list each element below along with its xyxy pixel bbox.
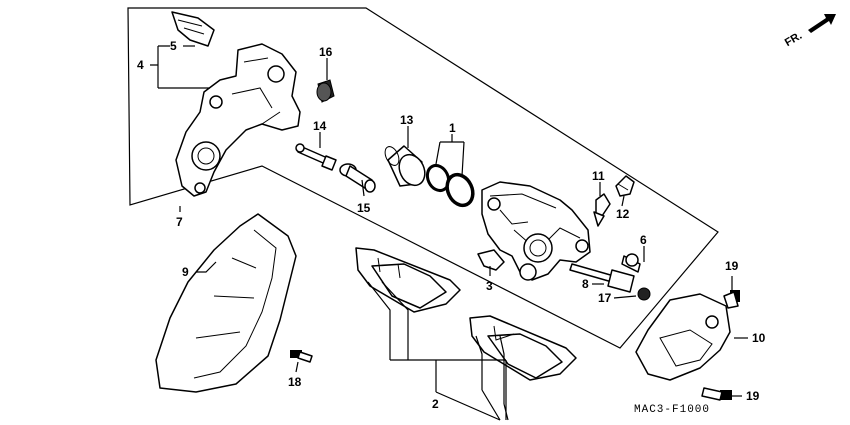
sleeve-pin xyxy=(339,163,376,193)
cap-nut xyxy=(637,287,651,301)
bleed-valve xyxy=(593,193,611,227)
callout-17: 17 xyxy=(598,291,612,305)
callout-12: 12 xyxy=(616,207,630,221)
caliper-piston xyxy=(384,145,426,187)
caliper-bracket xyxy=(175,43,301,197)
callout-1: 1 xyxy=(449,121,456,135)
assembly-outline xyxy=(127,7,719,349)
callout-14: 14 xyxy=(313,119,327,133)
callout-5: 5 xyxy=(170,39,177,53)
brake-pad-upper xyxy=(355,247,461,313)
callout-8: 8 xyxy=(582,277,589,291)
pin-bolt xyxy=(295,143,337,171)
mounting-bolt-upper xyxy=(723,290,740,309)
pad-spring xyxy=(477,249,505,271)
callout-11: 11 xyxy=(592,169,605,183)
screw-short xyxy=(290,350,313,363)
callout-9: 9 xyxy=(182,265,189,279)
callout-10: 10 xyxy=(752,331,766,345)
callout-2: 2 xyxy=(432,397,439,411)
callout-3: 3 xyxy=(486,279,493,293)
pad-pin-plug xyxy=(621,253,641,273)
callout-4: 4 xyxy=(137,58,144,72)
callout-6: 6 xyxy=(640,233,647,247)
disc-cover xyxy=(155,213,297,393)
front-direction-arrow-icon xyxy=(808,14,836,33)
retaining-clip xyxy=(615,175,635,197)
diagram-code: MAC3-F1000 xyxy=(634,404,710,416)
callout-19-lower: 19 xyxy=(746,389,760,403)
callout-15: 15 xyxy=(357,201,371,215)
callout-16: 16 xyxy=(319,45,333,59)
pad-pin xyxy=(569,263,635,293)
piston-seal-set xyxy=(425,163,475,208)
leader-lines xyxy=(150,45,748,421)
callout-13: 13 xyxy=(400,113,414,127)
mounting-bolt-lower xyxy=(701,387,732,401)
bleed-cap xyxy=(316,79,335,103)
pad-retainer-clip xyxy=(171,11,215,47)
caliper-guard xyxy=(635,293,731,381)
brake-pad-lower xyxy=(469,315,577,381)
callout-7: 7 xyxy=(176,215,183,229)
front-direction-label: FR. xyxy=(783,30,804,49)
callout-19-upper: 19 xyxy=(725,259,739,273)
caliper-body xyxy=(481,181,591,281)
callout-18: 18 xyxy=(288,375,302,389)
